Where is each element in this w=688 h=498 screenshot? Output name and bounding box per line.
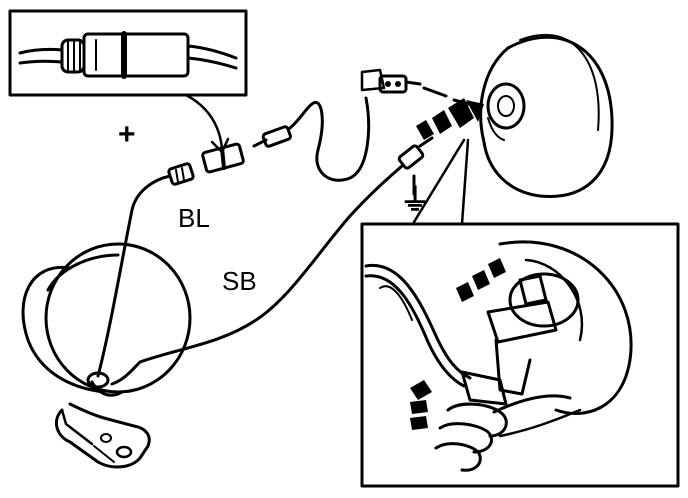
lamp-unit <box>21 242 192 469</box>
callout-line-right <box>460 138 470 226</box>
positive-terminal-label: + <box>118 118 136 151</box>
callout-line-left <box>412 138 466 224</box>
ground-label: ⏚ <box>400 184 430 217</box>
wire-sb-label: SB <box>222 266 257 296</box>
connector-detail-inset <box>8 9 248 154</box>
bulb-socket <box>360 68 478 108</box>
socket-detail-inset <box>360 222 680 488</box>
wire-sb <box>138 136 434 364</box>
wire-bl <box>96 96 371 378</box>
headlamp-reflector <box>479 34 614 198</box>
insertion-arrows-top <box>416 98 484 140</box>
wire-bl-label: BL <box>178 203 210 233</box>
